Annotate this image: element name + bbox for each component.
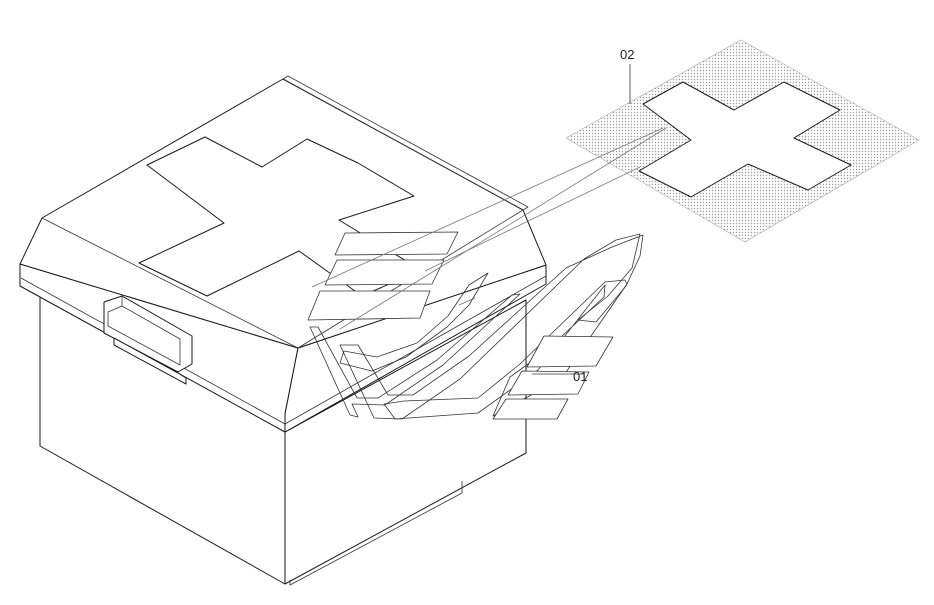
decal-stripe-lower: [507, 370, 590, 396]
callout-01-label: 01: [573, 369, 587, 384]
lid-back-edge: [282, 75, 529, 211]
decal-stripe-lower: [492, 398, 569, 420]
decal-stripe: [307, 290, 431, 321]
box-latch: [103, 295, 193, 385]
decal-chevron-4: [339, 272, 489, 372]
decal-chevron-1: [309, 293, 521, 418]
callout-02-label: 02: [620, 47, 634, 62]
box-front-right-face: [284, 299, 527, 585]
lid-rim-inner: [41, 209, 524, 349]
decal-stripe-lower: [526, 335, 614, 368]
stripe-decals: 01: [307, 231, 644, 420]
projection-lines: [311, 127, 667, 330]
cross-sticker-emblem: [638, 81, 852, 198]
decal-chevron-2: [339, 233, 644, 420]
box-base-rim: [289, 481, 463, 586]
decal-stripe: [334, 231, 459, 256]
first-aid-box: [19, 75, 547, 586]
cross-sticker: 02: [565, 39, 920, 243]
decal-stripe: [324, 259, 445, 286]
